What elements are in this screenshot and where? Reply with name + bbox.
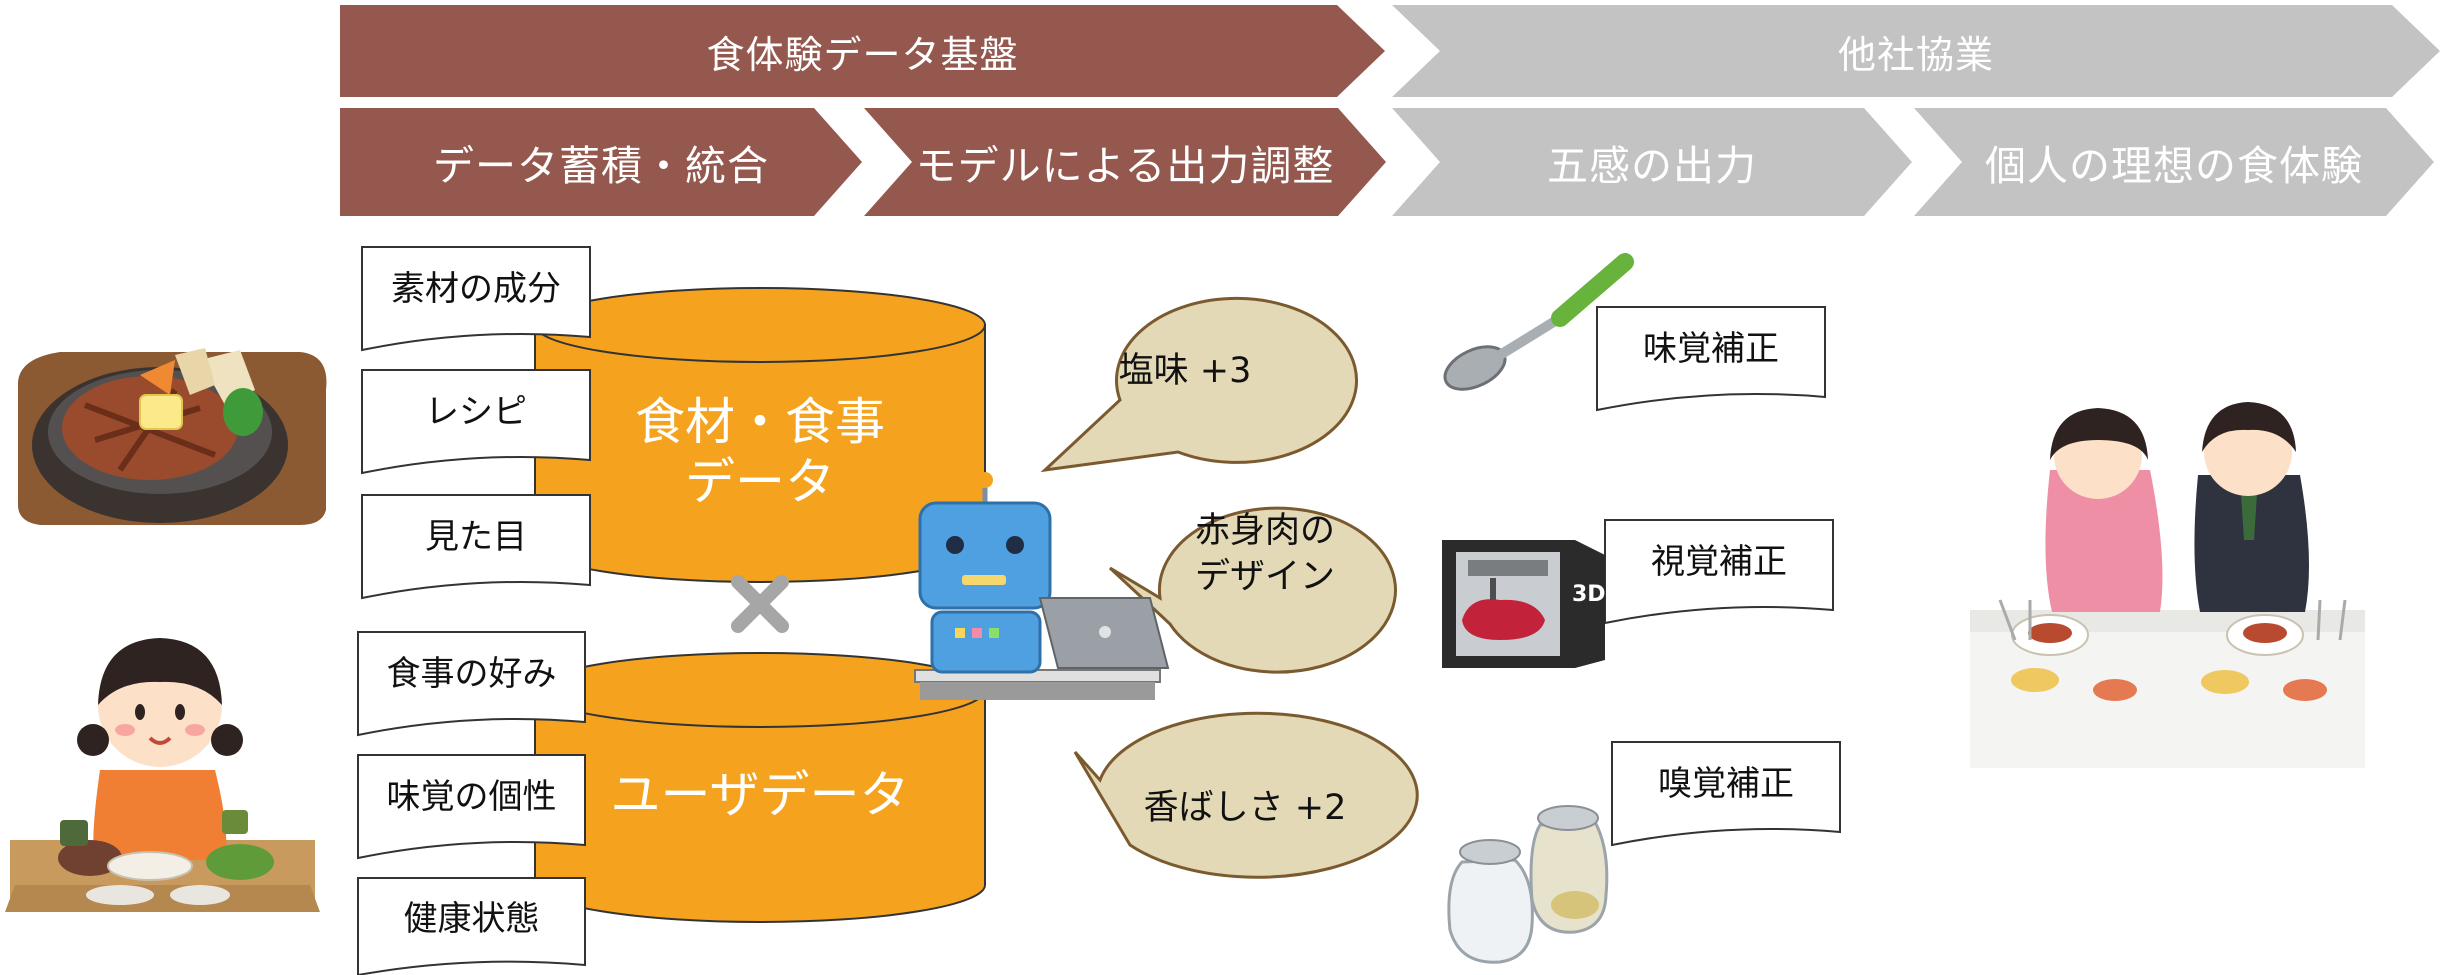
bubble-aroma: 香ばしさ +2 — [1105, 785, 1385, 831]
arrow-data-accumulate: データ蓄積・統合 — [340, 108, 862, 216]
note-shape-taste-individuality — [357, 754, 586, 860]
note-health: 健康状態 — [358, 883, 585, 947]
girl-eating-icon — [5, 638, 320, 912]
note-recipe-text: レシピ — [425, 391, 527, 432]
note-preference: 食事の好み — [358, 637, 585, 703]
bubble-red-meat-line2: デザイン — [1194, 557, 1335, 597]
note-taste-correction: 味覚補正 — [1597, 312, 1825, 378]
arrow-model-adjust: モデルによる出力調整 — [864, 108, 1386, 216]
note-smell-correction: 嗅覚補正 — [1612, 747, 1840, 813]
arrow-data-accumulate-label: データ蓄積・統合 — [433, 142, 769, 190]
bubble-red-meat-line1: 赤身肉の — [1194, 511, 1335, 551]
arrow-ideal-experience: 個人の理想の食体験 — [1914, 108, 2434, 216]
note-shape-appearance — [361, 494, 591, 600]
arrow-food-data-platform: 食体験データ基盤 — [340, 5, 1385, 97]
note-preference-text: 食事の好み — [386, 653, 557, 694]
steak-icon — [18, 348, 327, 525]
note-appearance: 見た目 — [362, 500, 590, 566]
note-recipe: レシピ — [362, 375, 590, 441]
food-data-cylinder — [534, 287, 986, 583]
laptop-icon — [1038, 597, 1170, 669]
note-ingredients-text: 素材の成分 — [391, 268, 561, 309]
note-taste-individuality: 味覚の個性 — [358, 760, 585, 826]
arrow-five-senses-label: 五感の出力 — [1547, 142, 1757, 190]
arrow-partner-collab: 他社協業 — [1392, 5, 2440, 97]
spoon-icon — [1443, 253, 1634, 391]
note-taste-correction-text: 味覚補正 — [1643, 328, 1779, 369]
bubble-shape-aroma — [1073, 711, 1419, 879]
arrow-model-adjust-label: モデルによる出力調整 — [915, 142, 1335, 190]
3d-badge: 3D — [1572, 582, 1606, 607]
robot-icon — [914, 472, 1161, 700]
arrow-partner-collab-label: 他社協業 — [1837, 32, 1994, 77]
bubble-shape-salt — [1040, 296, 1358, 473]
user-data-label: ユーザデータ — [585, 765, 935, 825]
note-shape-health — [357, 877, 586, 975]
multiply-icon — [731, 575, 789, 633]
note-visual-correction-text: 視覚補正 — [1651, 541, 1787, 582]
note-shape-taste-correction — [1596, 306, 1826, 412]
note-visual-correction: 視覚補正 — [1605, 525, 1833, 591]
food-data-label-line2: データ — [685, 453, 835, 511]
bubble-shape-red-meat — [1108, 506, 1397, 674]
couple-dining-icon — [1970, 402, 2365, 768]
note-shape-visual-correction — [1604, 519, 1834, 625]
bubble-red-meat: 赤身肉の デザイン — [1150, 508, 1380, 600]
note-shape-ingredients — [361, 246, 591, 352]
note-appearance-text: 見た目 — [425, 516, 527, 557]
note-shape-preference — [357, 631, 586, 737]
user-data-cylinder — [534, 652, 986, 923]
note-health-text: 健康状態 — [403, 898, 540, 939]
note-smell-correction-text: 嗅覚補正 — [1658, 763, 1794, 804]
salt-shaker-icon — [1447, 805, 1609, 964]
arrow-ideal-experience-label: 個人の理想の食体験 — [1985, 142, 2363, 190]
note-shape-smell-correction — [1611, 741, 1841, 847]
arrow-food-data-platform-label: 食体験データ基盤 — [706, 32, 1019, 77]
note-ingredients: 素材の成分 — [362, 252, 590, 318]
food-data-label: 食材・食事 データ — [610, 392, 910, 512]
user-data-label-text: ユーザデータ — [610, 766, 910, 824]
3d-badge-text: 3D — [1572, 582, 1606, 607]
note-shapes — [357, 246, 1841, 975]
bubble-shapes — [1040, 296, 1419, 879]
bubble-salt: 塩味 +3 — [1080, 348, 1290, 394]
note-shape-recipe — [361, 369, 591, 475]
3d-printer-icon — [1442, 540, 1605, 668]
bubble-salt-text: 塩味 +3 — [1118, 351, 1252, 391]
food-data-label-line1: 食材・食事 — [635, 393, 885, 451]
arrow-five-senses: 五感の出力 — [1392, 108, 1912, 216]
bubble-aroma-text: 香ばしさ +2 — [1143, 788, 1347, 828]
note-taste-individuality-text: 味覚の個性 — [386, 776, 557, 817]
